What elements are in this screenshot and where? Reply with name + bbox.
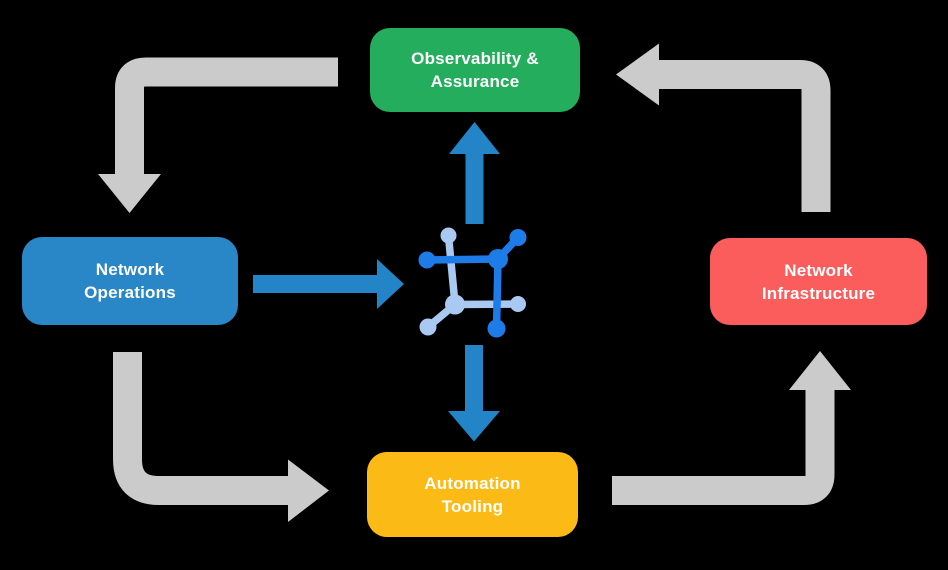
mesh-light-part [419, 227, 526, 336]
mesh-link [454, 300, 519, 309]
box-network-operations: Network Operations [22, 237, 238, 325]
box-label-line: Network [784, 260, 853, 280]
arrow-shaft [658, 60, 831, 212]
box-label-line: Observability & [411, 49, 539, 68]
arrowhead-right [288, 459, 329, 522]
arrow-hub-to-automation [448, 345, 500, 442]
arrow-automation-to-infrastructure [612, 351, 851, 505]
mesh-dark-part [418, 229, 527, 338]
arrowhead-down [98, 174, 161, 213]
arrowhead-up [449, 122, 500, 154]
mesh-link [492, 258, 502, 330]
mesh-node [488, 249, 508, 269]
arrow-shaft [115, 57, 338, 176]
box-label-line: Operations [84, 283, 176, 302]
arrow-shaft [113, 352, 290, 505]
box-label-line: Assurance [430, 72, 520, 91]
mesh-link [426, 255, 499, 264]
box-observability-assurance: Observability & Assurance [370, 28, 580, 112]
arrowhead-right [377, 259, 404, 309]
mesh-node [510, 296, 526, 312]
mesh-node [487, 319, 506, 338]
arrowhead-up [789, 351, 851, 390]
network-mesh-icon [418, 227, 527, 338]
arrowhead-down [448, 411, 500, 442]
mesh-node [419, 318, 437, 336]
mesh-link [444, 235, 459, 305]
arrow-shaft [612, 390, 835, 505]
arrow-infrastructure-to-observability [616, 43, 831, 212]
box-network-infrastructure: Network Infrastructure [710, 238, 927, 325]
arrow-operations-to-hub [253, 259, 404, 309]
box-automation-tooling: Automation Tooling [367, 452, 578, 537]
arrowhead-left [616, 43, 659, 106]
arrow-hub-to-observability [449, 122, 500, 224]
arrow-observability-to-operations [98, 57, 338, 213]
box-label-line: Automation [424, 473, 521, 493]
box-label-line: Infrastructure [761, 283, 876, 303]
mesh-node [445, 294, 465, 315]
arrow-operations-to-automation [113, 352, 329, 522]
mesh-node [440, 227, 457, 244]
box-label-line: Network [95, 260, 165, 279]
box-label-line: Tooling [441, 496, 504, 516]
mesh-node [509, 229, 527, 246]
mesh-node [418, 251, 436, 269]
